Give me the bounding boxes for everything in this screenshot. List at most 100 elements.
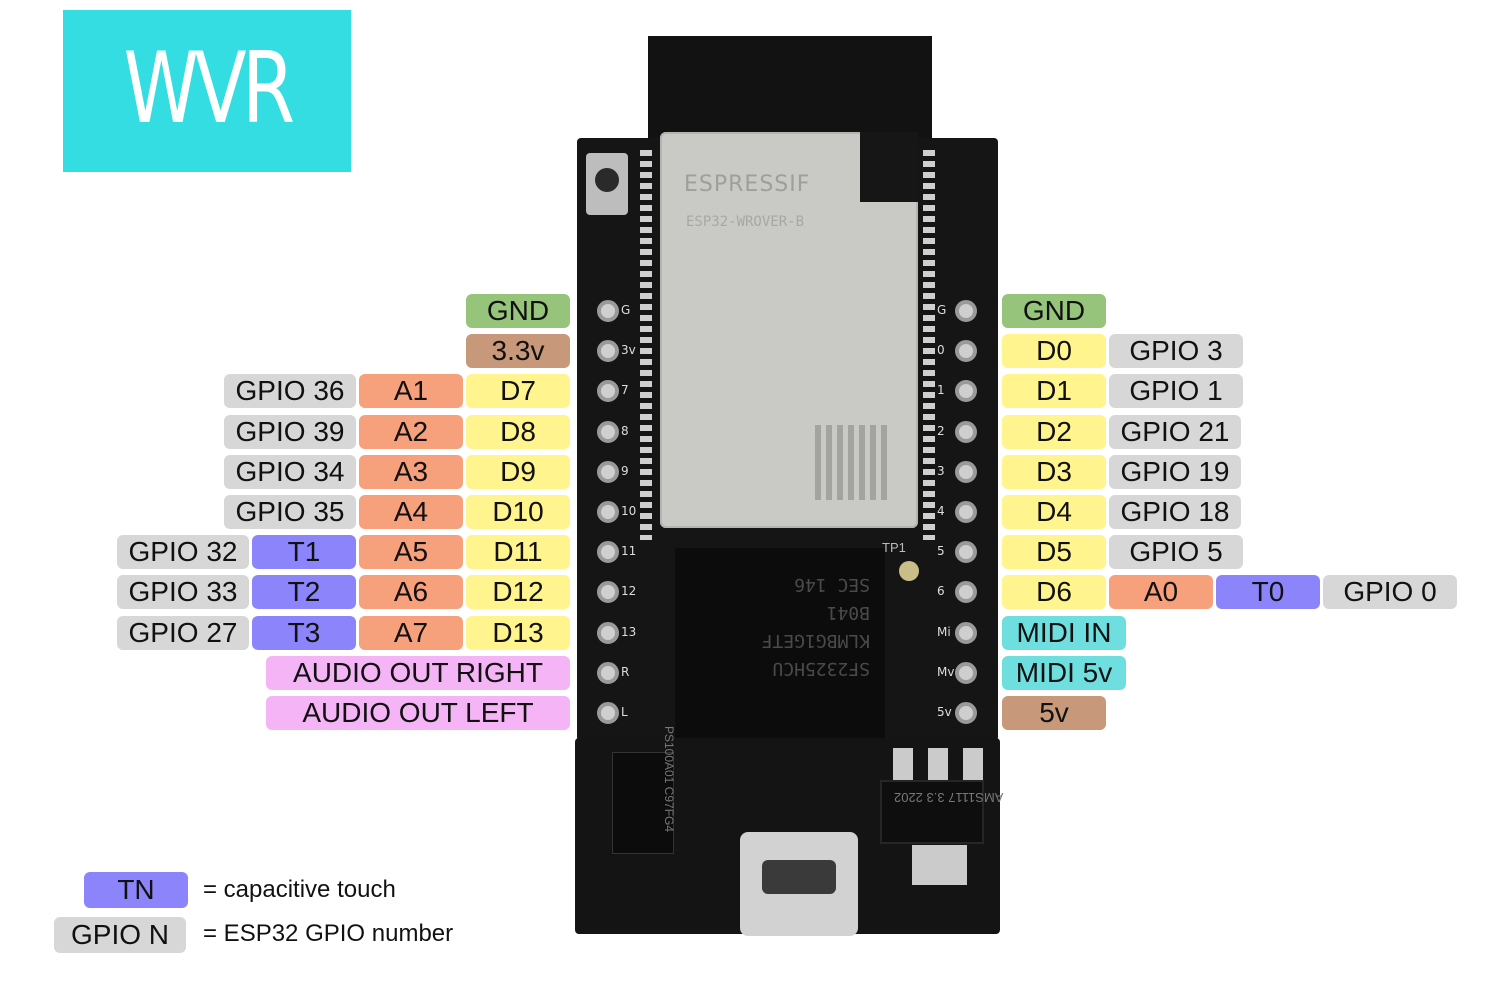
left-header-pad (597, 340, 619, 363)
right-pin-gpio-label: GPIO 5 (1109, 535, 1243, 570)
right-pin-gpio-label: GPIO 21 (1109, 414, 1241, 449)
right-pad-label: 6 (937, 584, 945, 599)
reset-button-cap (595, 168, 619, 192)
left-pin-audio-label: AUDIO OUT LEFT (266, 696, 570, 730)
chip-line: SF2325HCU (772, 658, 870, 679)
left-pad-label: G (621, 303, 631, 317)
left-pin-touch-label: T1 (252, 535, 356, 570)
legend-touch-desc: = capacitive touch (203, 876, 396, 903)
left-header-pad (597, 501, 619, 523)
right-pin-ana-label: A0 (1109, 575, 1213, 610)
module-castellation-left (640, 150, 652, 540)
left-pin-dig-label: D11 (466, 535, 570, 570)
right-pin-dig-label: D6 (1002, 575, 1106, 610)
regulator-pin (963, 748, 983, 780)
left-header-pad (597, 661, 619, 684)
right-header-pad (955, 581, 977, 604)
module-model: ESP32-WROVER-B (686, 214, 805, 230)
left-pad-label: R (621, 664, 630, 679)
right-header-pad (955, 661, 977, 684)
right-pin-dig-label: D3 (1002, 454, 1106, 489)
module-castellation-right (923, 150, 935, 540)
module-qr-code (815, 425, 890, 500)
right-pad-label: 2 (937, 423, 945, 438)
test-point-pad (899, 561, 919, 581)
right-header-pad (955, 541, 977, 564)
audio-ic-marking: PS100A01 C97FG4 (662, 725, 677, 833)
right-pad-label: 1 (937, 383, 945, 398)
right-header-pad (955, 420, 977, 443)
right-pin-gnd-label: GND (1002, 294, 1106, 328)
left-header-pad (597, 460, 619, 483)
left-header-pad (597, 541, 619, 564)
left-pin-ana-label: A2 (359, 414, 463, 449)
left-pin-ana-label: A6 (359, 575, 463, 610)
right-pad-label: 5v (937, 705, 952, 719)
legend-touch-key: TN (84, 872, 188, 908)
left-pad-label: L (621, 705, 628, 719)
left-pad-label: 13 (621, 624, 637, 639)
right-pin-pwr-label: 5v (1002, 696, 1106, 730)
right-pin-midi-label: MIDI 5v (1002, 655, 1126, 690)
regulator-marking: AMS1117 3.3 2202 (894, 790, 1004, 805)
left-pin-pwr-label: 3.3v (466, 334, 570, 369)
left-pin-gpio-label: GPIO 27 (117, 615, 249, 650)
chip-line: B041 (826, 602, 870, 623)
left-pin-gpio-label: GPIO 33 (117, 575, 249, 610)
left-pin-touch-label: T3 (252, 615, 356, 650)
left-header-pad (597, 420, 619, 443)
right-pin-gpio-label: GPIO 19 (1109, 454, 1241, 489)
left-pin-audio-label: AUDIO OUT RIGHT (266, 655, 570, 690)
test-point-label: TP1 (882, 540, 906, 555)
right-pad-label: 5 (937, 544, 945, 559)
legend-gpio-key: GPIO N (54, 917, 186, 953)
audio-ic (612, 752, 674, 854)
right-pin-dig-label: D2 (1002, 414, 1106, 449)
right-pad-label: Mi (937, 624, 951, 639)
left-header-pad (597, 581, 619, 604)
left-pad-label: 10 (621, 504, 637, 518)
right-pin-gpio-label: GPIO 0 (1323, 575, 1457, 610)
right-pad-label: 4 (937, 504, 945, 518)
regulator-pin (893, 748, 913, 780)
flash-chip-marking: SF2325HCU KLMBG1GETF B041 SEC 146 (700, 570, 870, 682)
right-pin-dig-label: D5 (1002, 535, 1106, 570)
left-pin-dig-label: D9 (466, 454, 570, 489)
right-header-pad (955, 702, 977, 724)
logo-text: WVR (123, 32, 296, 146)
left-pin-dig-label: D8 (466, 414, 570, 449)
module-corner-component (860, 132, 918, 202)
usb-port (762, 860, 836, 894)
left-pin-dig-label: D7 (466, 374, 570, 409)
right-pin-gpio-label: GPIO 1 (1109, 374, 1243, 409)
right-header-pad (955, 340, 977, 363)
right-pad-label: 3 (937, 463, 945, 478)
right-pin-midi-label: MIDI IN (1002, 615, 1126, 650)
left-pad-label: 9 (621, 463, 629, 478)
left-header-pad (597, 380, 619, 403)
right-pin-touch-label: T0 (1216, 575, 1320, 610)
left-header-pad (597, 300, 619, 322)
right-pad-label: Mv (937, 664, 955, 679)
right-pad-label: G (937, 303, 947, 317)
left-pin-dig-label: D10 (466, 495, 570, 529)
left-pin-gpio-label: GPIO 36 (224, 374, 356, 409)
right-header-pad (955, 501, 977, 523)
module-brand: ESPRESSIF (684, 172, 811, 197)
right-header-pad (955, 380, 977, 403)
legend-gpio-desc: = ESP32 GPIO number (203, 920, 454, 947)
right-pin-gpio-label: GPIO 3 (1109, 334, 1243, 369)
left-pin-dig-label: D12 (466, 575, 570, 610)
left-pin-gnd-label: GND (466, 294, 570, 328)
left-pin-touch-label: T2 (252, 575, 356, 610)
right-pad-label: 0 (937, 343, 945, 358)
regulator-pin (928, 748, 948, 780)
left-pin-gpio-label: GPIO 35 (224, 495, 356, 529)
left-pin-gpio-label: GPIO 39 (224, 414, 356, 449)
right-pin-dig-label: D0 (1002, 334, 1106, 369)
left-pin-gpio-label: GPIO 34 (224, 454, 356, 489)
left-pad-label: 11 (621, 544, 637, 559)
left-pin-ana-label: A5 (359, 535, 463, 570)
flash-chip (675, 548, 885, 738)
left-pin-dig-label: D13 (466, 615, 570, 650)
